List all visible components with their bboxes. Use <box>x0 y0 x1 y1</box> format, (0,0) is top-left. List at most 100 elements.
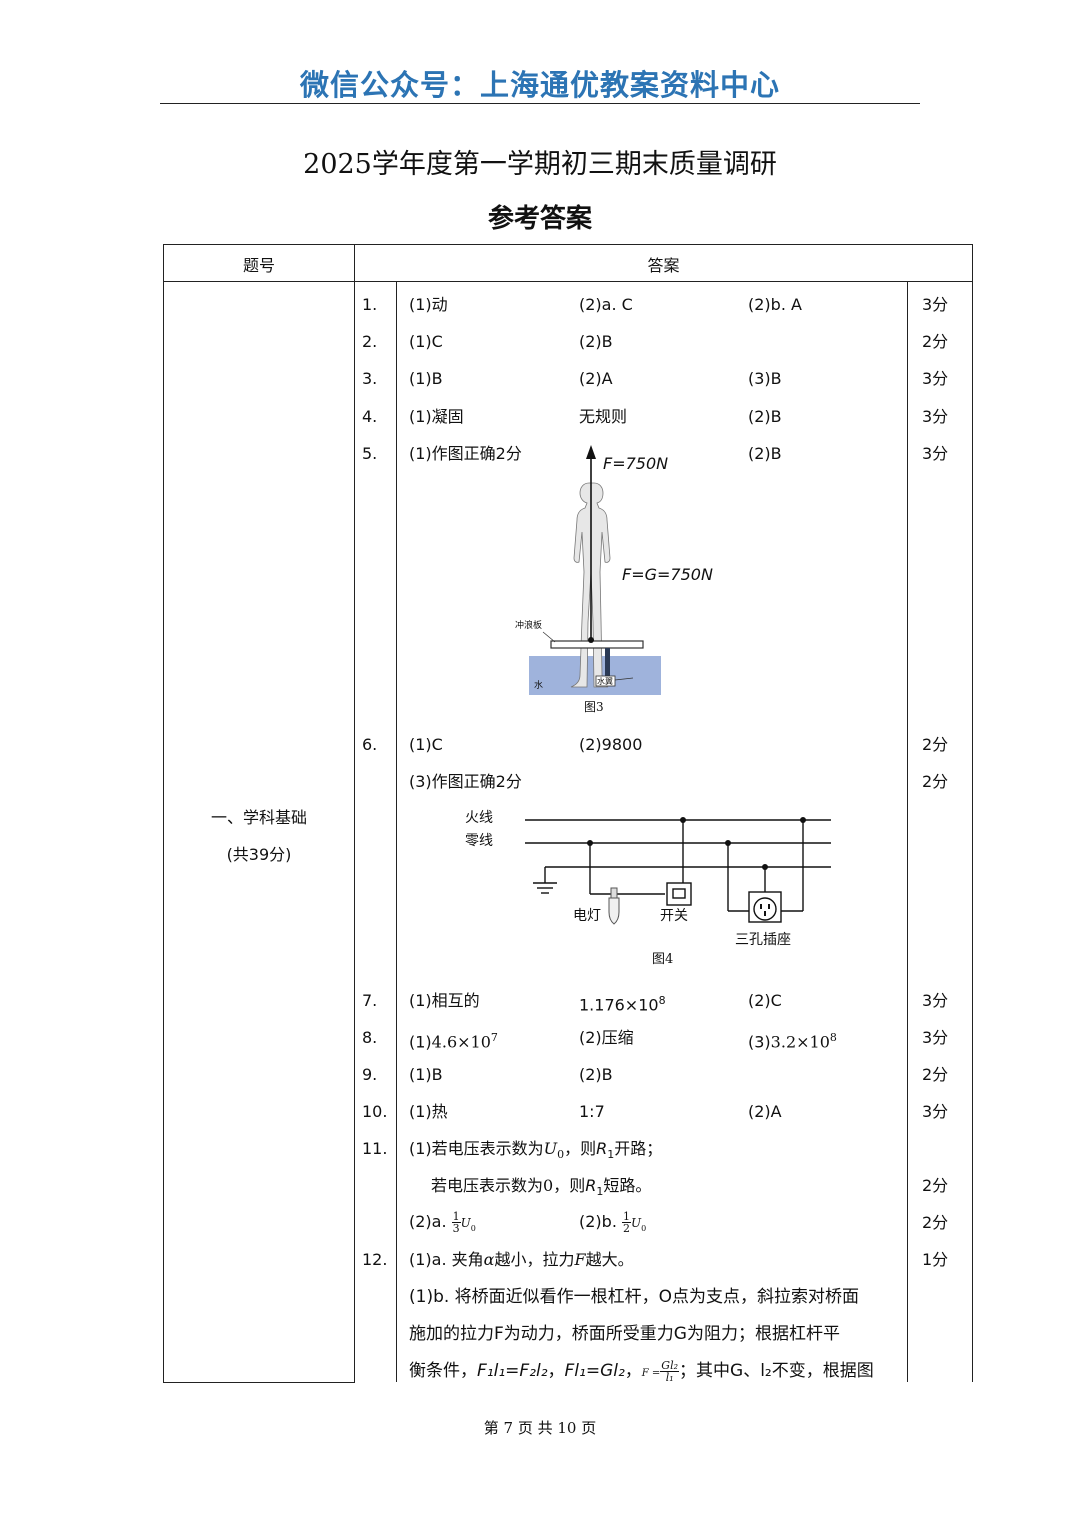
figure-4-circuit <box>525 817 831 925</box>
person-figure <box>570 482 611 688</box>
score: 1分 <box>922 1250 949 1269</box>
table-bottom-border <box>163 1382 355 1383</box>
score: 2分 <box>922 772 949 791</box>
table-header-border <box>163 281 973 282</box>
lamp-base <box>610 887 618 899</box>
socket-face <box>753 897 777 921</box>
force-label-top: F=750N <box>603 454 669 473</box>
force-point <box>588 637 594 643</box>
question-number: 6. <box>362 735 378 754</box>
q12-line-2: (1)b. 将桥面近似看作一根杠杆，O点为支点，斜拉索对桥面 <box>409 1287 860 1307</box>
board-label: 冲浪板 <box>515 621 543 631</box>
switch-box <box>666 882 692 906</box>
junction-dot <box>762 864 768 870</box>
wechat-header: 微信公众号：上海通优教案资料中心 <box>299 68 780 102</box>
question-number: 12. <box>362 1250 388 1269</box>
q11-line-1: (1)若电压表示数为U0，则R1开路； <box>409 1139 663 1162</box>
section-name: 一、学科基础 <box>210 808 307 827</box>
force-label-mid: F=G=750N <box>622 565 713 584</box>
surfboard <box>550 640 644 649</box>
junction-dot <box>800 817 806 823</box>
table-divider-score <box>907 281 908 1382</box>
lamp-label: 电灯 <box>573 908 601 924</box>
hydrofoil-label-box <box>595 675 616 687</box>
answer-part: 1.176×108 <box>579 994 666 1015</box>
neutral-wire-label: 零线 <box>465 833 493 849</box>
answer-part: (1)动 <box>409 295 448 314</box>
live-wire-label: 火线 <box>465 810 493 826</box>
q12-line-3: 施加的拉力F为动力，桥面所受重力G为阻力；根据杠杆平 <box>409 1324 840 1344</box>
answer-part: (1)相互的 <box>409 991 480 1010</box>
figure-3-surfer <box>529 445 661 695</box>
junction-dot <box>680 817 686 823</box>
question-number: 8. <box>362 1028 378 1047</box>
socket-box <box>748 891 782 923</box>
figure-4-caption: 图4 <box>652 952 674 967</box>
answer-part: (2)B <box>748 407 782 426</box>
answer-part: (2)a. C <box>579 295 633 314</box>
junction-dot <box>587 840 593 846</box>
answer-part: 无规则 <box>579 407 628 426</box>
answer-part: (2)B <box>748 444 782 463</box>
answer-part: (1)作图正确2分 <box>409 444 522 463</box>
socket-label: 三孔插座 <box>735 932 791 948</box>
hydrofoil-strut <box>605 648 610 683</box>
switch-label: 开关 <box>660 908 688 924</box>
answer-part: (1)热 <box>409 1102 448 1121</box>
header-rule <box>160 103 920 104</box>
switch-inner <box>672 888 686 899</box>
document-title: 2025学年度第一学期初三期末质量调研 <box>303 149 777 180</box>
answer-part: (3)3.2×108 <box>748 1031 837 1052</box>
board-pointer <box>542 631 556 643</box>
score: 3分 <box>922 1102 949 1121</box>
answer-part: (2)9800 <box>579 735 643 754</box>
q11-line-2: 若电压表示数为0，则R1短路。 <box>431 1176 652 1199</box>
table-right-border-header <box>972 244 973 281</box>
score: 2分 <box>922 1213 949 1232</box>
answer-part: (3)B <box>748 369 782 388</box>
water-label: 水 <box>534 681 544 691</box>
score: 3分 <box>922 991 949 1010</box>
score: 2分 <box>922 1065 949 1084</box>
question-number: 2. <box>362 332 378 351</box>
table-right-border <box>972 281 973 1382</box>
question-number: 1. <box>362 295 378 314</box>
answer-part: (1)B <box>409 369 443 388</box>
fin-pointer <box>614 677 634 681</box>
socket-pin <box>760 904 762 909</box>
fin-label: 水翼 <box>597 677 613 686</box>
answer-part: 1:7 <box>579 1102 605 1121</box>
q12-line-1: (1)a. 夹角α越小，拉力F越大。 <box>409 1250 634 1269</box>
question-number: 10. <box>362 1102 388 1121</box>
answer-part: (2)b. A <box>748 295 802 314</box>
answer-part: (1)B <box>409 1065 443 1084</box>
score: 3分 <box>922 444 949 463</box>
page-footer: 第 7 页 共 10 页 <box>483 1419 597 1437</box>
junction-dot <box>725 840 731 846</box>
answer-part: (1)4.6×107 <box>409 1031 498 1052</box>
answer-part: (1)C <box>409 735 443 754</box>
question-number: 7. <box>362 991 378 1010</box>
document-subtitle: 参考答案 <box>487 204 592 234</box>
force-arrow-head <box>586 445 596 459</box>
section-points: (共39分) <box>226 845 292 864</box>
table-divider-question <box>354 244 355 1382</box>
answer-part: (2)B <box>579 1065 613 1084</box>
score: 2分 <box>922 332 949 351</box>
table-top-border <box>163 244 973 245</box>
question-number: 9. <box>362 1065 378 1084</box>
score: 2分 <box>922 735 949 754</box>
score: 3分 <box>922 407 949 426</box>
answer-part: (2)B <box>579 332 613 351</box>
header-answer: 答案 <box>647 256 680 275</box>
socket-pin <box>768 904 770 909</box>
lamp-bulb <box>608 897 620 925</box>
answer-part: (2)A <box>748 1102 782 1121</box>
answer-part: (2)C <box>748 991 782 1010</box>
